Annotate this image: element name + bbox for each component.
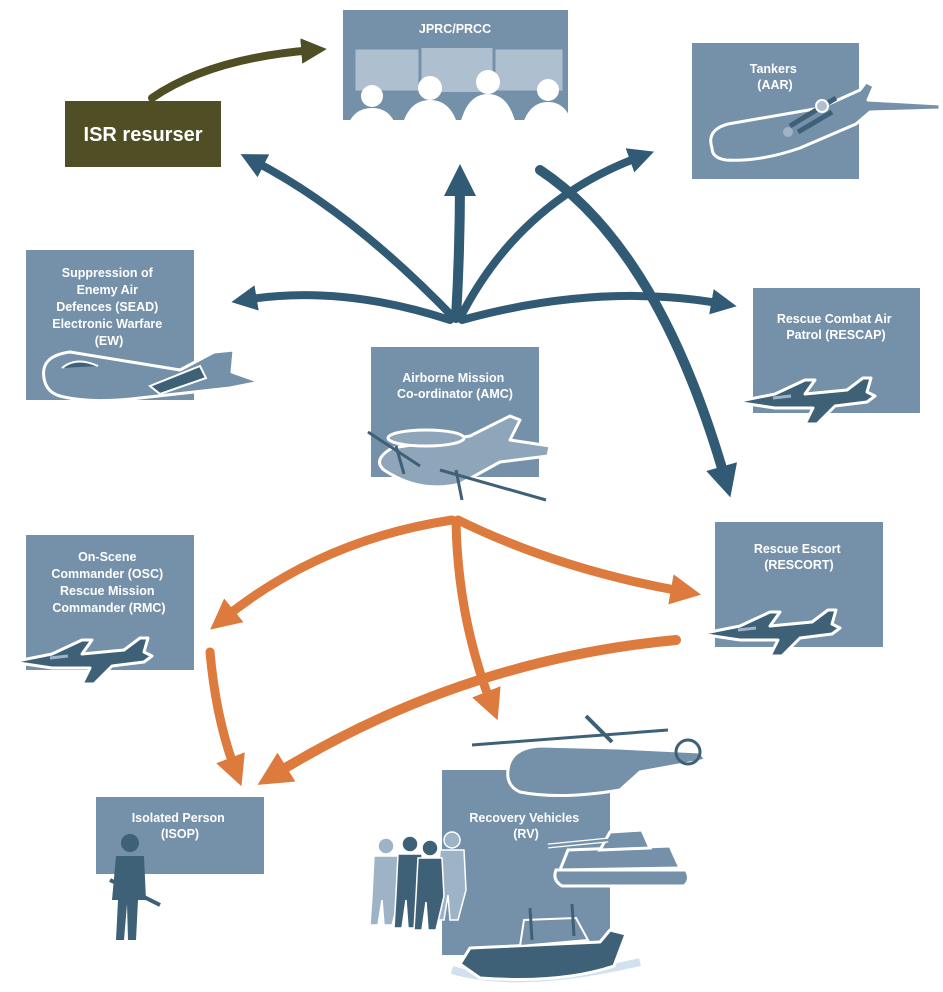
- rescort-label: Rescue Escort (RESCORT): [754, 542, 844, 572]
- osc-label: On-Scene Commander (OSC) Rescue Mission …: [51, 550, 166, 615]
- amc-label: Airborne Mission Co-ordinator (AMC): [397, 371, 513, 401]
- isr-box: [65, 101, 221, 167]
- arrow-amc-to-rescort: [453, 515, 702, 605]
- arrow-amc-to-sead: [231, 285, 454, 324]
- rescort-node: Rescue Escort (RESCORT): [698, 522, 883, 658]
- arrow-amc-to-tankers: [456, 148, 655, 322]
- boat-icon: [450, 903, 641, 983]
- tankers-label: Tankers (AAR): [750, 62, 801, 92]
- awacs-aircraft-icon: [367, 414, 552, 502]
- rescap-node: Rescue Combat Air Patrol (RESCAP): [733, 288, 920, 426]
- blue-arrows: [231, 148, 738, 498]
- tankers-node: Tankers (AAR): [692, 43, 942, 179]
- jprc-label: JPRC/PRCC: [419, 22, 491, 36]
- jprc-node: JPRC/PRCC: [343, 10, 575, 135]
- soldiers-group-icon: [369, 831, 467, 931]
- arrow-isr-to-jprc: [148, 38, 327, 102]
- arrow-amc-to-rescap: [458, 289, 737, 324]
- isr-label: ISR resurser: [84, 124, 203, 146]
- tanker-aircraft-icon: [709, 80, 942, 162]
- operators-silhouette-icon: [345, 46, 575, 135]
- arrow-amc-to-osc: [210, 515, 457, 630]
- rv-node: Recovery Vehicles (RV): [369, 714, 708, 983]
- sead-node: Suppression of Enemy Air Defences (SEAD)…: [26, 250, 262, 403]
- arrow-rescort-to-isop: [257, 635, 681, 785]
- sead-label: Suppression of Enemy Air Defences (SEAD)…: [52, 266, 165, 348]
- rv-label: Recovery Vehicles (RV): [469, 811, 582, 841]
- osc-node: On-Scene Commander (OSC) Rescue Mission …: [10, 535, 194, 686]
- olive-arrow: [148, 38, 327, 102]
- orange-arrows: [205, 515, 702, 787]
- isop-node: Isolated Person (ISOP): [96, 797, 264, 940]
- arrow-amc-to-rv: [451, 517, 501, 721]
- ew-jet-icon: [42, 348, 262, 403]
- helicopter-icon: [471, 714, 708, 798]
- amc-node: Airborne Mission Co-ordinator (AMC): [367, 347, 552, 502]
- arrow-osc-to-isop: [205, 647, 245, 787]
- arrow-amc-to-jprc: [443, 163, 476, 323]
- soldier-icon: [109, 834, 161, 940]
- arrow-jprc-to-rescort: [535, 165, 738, 498]
- rescap-label: Rescue Combat Air Patrol (RESCAP): [777, 312, 895, 342]
- isr-node: ISR resurser: [65, 101, 221, 167]
- isop-label: Isolated Person (ISOP): [132, 811, 229, 841]
- osc-box: [26, 535, 194, 670]
- arrow-amc-to-isr: [240, 154, 458, 322]
- tank-icon: [547, 828, 691, 888]
